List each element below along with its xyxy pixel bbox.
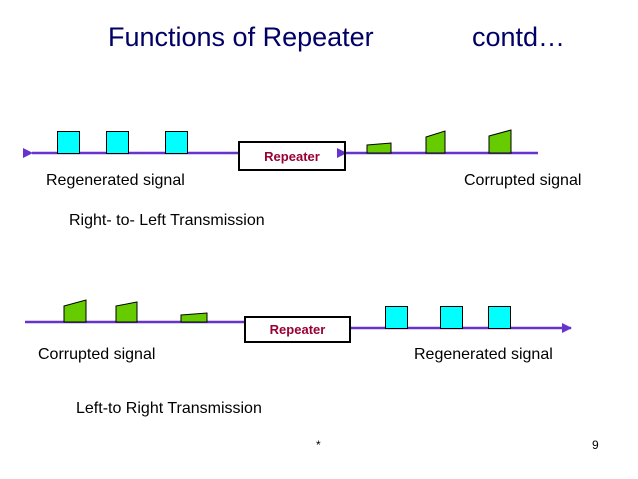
top-corrupted-pulse bbox=[488, 129, 512, 154]
bottom-transmission-caption: Left-to Right Transmission bbox=[76, 400, 262, 417]
slide-number: 9 bbox=[592, 438, 599, 452]
bottom-corrupted-pulse bbox=[180, 312, 208, 323]
top-transmission-caption: Right- to- Left Transmission bbox=[69, 212, 265, 229]
top-corrupted-pulse bbox=[366, 142, 392, 154]
top-corrupted-pulse bbox=[425, 130, 446, 154]
top-right-signal-label: Corrupted signal bbox=[464, 172, 582, 189]
bottom-regenerated-pulse bbox=[488, 306, 511, 329]
top-repeater-box: Repeater bbox=[238, 141, 346, 171]
bottom-corrupted-pulse bbox=[63, 299, 87, 323]
top-regenerated-pulse bbox=[165, 131, 188, 154]
bottom-left-signal-label: Corrupted signal bbox=[38, 346, 156, 363]
top-regenerated-pulse bbox=[57, 131, 80, 154]
bottom-right-signal-label: Regenerated signal bbox=[414, 346, 553, 363]
bottom-regenerated-pulse bbox=[385, 306, 408, 329]
slide-title: Functions of Repeater bbox=[108, 22, 374, 52]
footer-mark: * bbox=[316, 438, 321, 452]
slide-title-continued: contd… bbox=[472, 22, 566, 52]
top-left-signal-label: Regenerated signal bbox=[46, 172, 185, 189]
bottom-corrupted-pulse bbox=[115, 301, 138, 323]
top-regenerated-pulse bbox=[106, 131, 129, 154]
bottom-repeater-box: Repeater bbox=[244, 316, 351, 343]
bottom-regenerated-pulse bbox=[440, 306, 463, 329]
